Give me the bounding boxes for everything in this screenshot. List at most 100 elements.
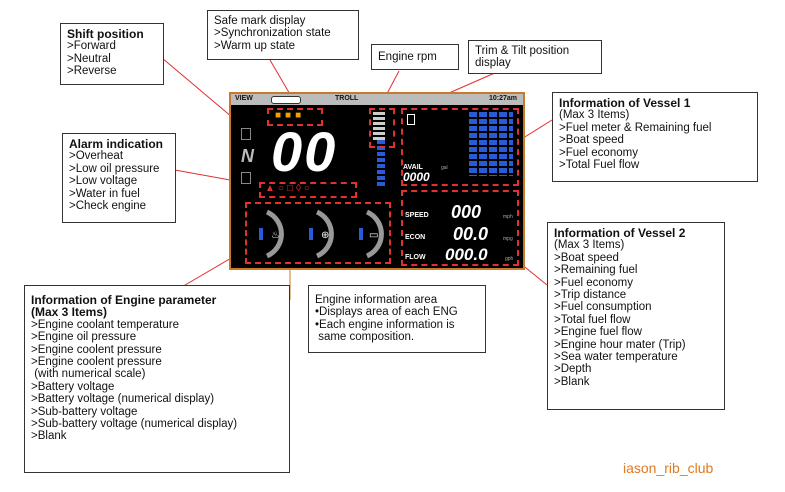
econ-value: 00.0	[453, 224, 489, 244]
safe-mark-icons: ■■■	[275, 110, 306, 121]
callout-item: >Depth	[554, 363, 592, 376]
oil-level-bar	[309, 228, 313, 240]
callout-text: Engine rpm	[378, 51, 437, 63]
callout-item: >Sea water temperature	[554, 351, 678, 364]
vessel-1-area	[401, 108, 519, 186]
callout-vessel-2: Information of Vessel 2 (Max 3 Items) >B…	[547, 222, 725, 410]
fuel-meter-bars	[469, 112, 513, 176]
callout-engine-rpm: Engine rpm	[371, 44, 459, 70]
callout-subtitle: (Max 3 Items)	[559, 109, 630, 122]
callout-text: Engine information area	[315, 294, 438, 306]
callout-item: >Blank	[31, 430, 67, 443]
engine-parameter-gauges: ♨ ⊕ ▭	[259, 209, 384, 259]
callout-text: •Each engine information is	[315, 318, 455, 331]
callout-item: >Fuel meter & Remaining fuel	[559, 121, 712, 134]
flow-label: FLOW	[405, 254, 426, 261]
callout-item: >Fuel economy	[554, 276, 633, 289]
callout-title: Shift position	[67, 27, 144, 41]
callout-item: >Sub-battery voltage	[31, 405, 138, 418]
callout-item: >Overheat	[69, 150, 124, 163]
callout-item: >Total fuel flow	[554, 313, 631, 326]
callout-item: >Synchronization state	[214, 27, 331, 40]
callout-title: Information of Engine parameter	[31, 293, 217, 307]
rpm-bar	[377, 134, 385, 186]
callout-engine-info-area: Engine information area •Displays area o…	[308, 285, 486, 353]
callout-trim-tilt: Trim & Tilt position display	[468, 40, 602, 74]
gear-indicator: N	[241, 146, 254, 167]
callout-text: •Displays area of each ENG	[315, 306, 458, 319]
leader-vessel1	[519, 119, 553, 141]
callout-item: >Low voltage	[69, 175, 138, 188]
mode-label: TROLL	[335, 95, 359, 102]
callout-item: >Forward	[67, 40, 116, 53]
alarm-indication-area	[259, 182, 357, 198]
voltage-gauge-arc	[365, 209, 384, 259]
callout-item: >Engine coolent pressure	[31, 343, 162, 356]
avail-label: AVAIL	[403, 164, 423, 171]
fuel-pump-icon	[407, 114, 415, 125]
mode-toggle-icon	[271, 96, 301, 104]
callout-item: >Trip distance	[554, 289, 627, 302]
econ-unit: mpg	[503, 236, 513, 242]
coolant-gauge-arc	[265, 209, 284, 259]
coolant-icon: ♨	[271, 230, 280, 241]
speed-label: SPEED	[405, 212, 429, 219]
callout-engine-parameter: Information of Engine parameter (Max 3 I…	[24, 285, 290, 473]
gauge-screen: VIEW TROLL 10:27am N ■■■ 00 ▲○□◊○ ♨ ⊕ ▭	[229, 92, 525, 270]
callout-text: Trim & Tilt position	[475, 45, 570, 57]
callout-item: >Fuel consumption	[554, 301, 652, 314]
avail-value: 0000	[403, 170, 430, 184]
callout-shift-position: Shift position >Forward >Neutral >Revers…	[60, 23, 164, 85]
callout-item: >Engine oil pressure	[31, 331, 137, 344]
flow-unit: gph	[505, 256, 514, 262]
callout-item: >Reverse	[67, 65, 117, 78]
callout-item: Safe mark display	[214, 15, 306, 27]
callout-subtitle: (Max 3 Items)	[31, 305, 108, 320]
callout-alarm: Alarm indication >Overheat >Low oil pres…	[62, 133, 176, 223]
speed-unit: mph	[503, 214, 513, 220]
callout-item: >Total Fuel flow	[559, 159, 640, 172]
speed-value: 000	[451, 202, 482, 222]
callout-text: same composition.	[315, 331, 415, 344]
callout-item: >Boat speed	[554, 251, 619, 264]
callout-item: >Remaining fuel	[554, 264, 638, 277]
callout-item: >Blank	[554, 375, 590, 388]
coolant-level-bar	[259, 228, 263, 240]
callout-item: >Fuel economy	[559, 146, 638, 159]
vessel-2-area	[401, 190, 519, 266]
callout-item: >Warm up state	[214, 39, 296, 52]
callout-item: >Water in fuel	[69, 187, 140, 200]
callout-item: >Check engine	[69, 200, 147, 213]
flow-value: 000.0	[445, 245, 488, 264]
callout-item: >Battery voltage	[31, 380, 115, 393]
alarm-icons: ▲○□◊○	[265, 183, 313, 194]
callout-title: Information of Vessel 1	[559, 96, 691, 110]
callout-title: Alarm indication	[69, 137, 164, 151]
trim-icon	[373, 112, 385, 140]
engine-parameter-area	[245, 202, 391, 264]
callout-item: >Neutral	[67, 52, 111, 65]
callout-safe-mark: Safe mark display >Synchronization state…	[207, 10, 359, 60]
watermark: iason_rib_club	[623, 460, 714, 476]
callout-item: >Sub-battery voltage (numerical display)	[31, 418, 238, 431]
callout-item: >Engine coolant temperature	[31, 318, 180, 331]
avail-unit: gal	[441, 165, 448, 171]
econ-label: ECON	[405, 234, 426, 241]
screen-top-bar: VIEW TROLL 10:27am	[231, 94, 523, 105]
oil-gauge-arc	[315, 209, 334, 259]
callout-item: >Battery voltage (numerical display)	[31, 393, 215, 406]
callout-item: (with numerical scale)	[31, 368, 146, 381]
voltage-level-bar	[359, 228, 363, 240]
time-readout: 10:27am	[488, 95, 517, 102]
rpm-digits: 00	[271, 120, 338, 183]
callout-vessel-1: Information of Vessel 1 (Max 3 Items) >F…	[552, 92, 758, 182]
oil-icon: ⊕	[321, 230, 329, 241]
callout-subtitle: (Max 3 Items)	[554, 239, 625, 252]
callout-item: >Engine fuel flow	[554, 326, 642, 339]
gear-letter: N	[241, 146, 254, 166]
callout-text: display	[475, 57, 511, 70]
callout-title: Information of Vessel 2	[554, 226, 686, 240]
view-label: VIEW	[235, 95, 253, 102]
safe-mark-area	[267, 108, 323, 126]
battery-icon: ▭	[369, 230, 378, 241]
